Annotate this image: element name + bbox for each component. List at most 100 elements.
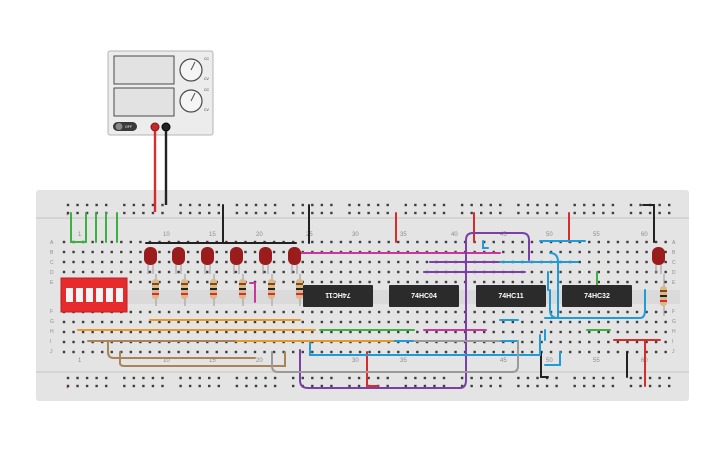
breadboard-hole[interactable] [234,330,238,334]
breadboard-hole[interactable] [607,260,610,264]
breadboard-hole[interactable] [348,376,351,380]
breadboard-hole[interactable] [139,260,142,264]
breadboard-hole[interactable] [626,310,629,314]
breadboard-hole[interactable] [517,384,520,388]
breadboard-hole[interactable] [110,320,113,324]
breadboard-hole[interactable] [225,320,228,324]
breadboard-hole[interactable] [264,384,267,388]
breadboard-hole[interactable] [330,211,333,215]
breadboard-hole[interactable] [234,310,238,314]
breadboard-hole[interactable] [272,260,276,264]
blue-wire[interactable] [549,289,646,319]
breadboard-hole[interactable] [292,320,295,324]
breadboard-hole[interactable] [377,260,381,264]
breadboard-hole[interactable] [555,211,558,215]
breadboard-hole[interactable] [292,384,295,388]
breadboard-hole[interactable] [72,340,75,344]
breadboard-hole[interactable] [521,240,524,244]
breadboard-hole[interactable] [215,330,218,334]
breadboard-hole[interactable] [101,320,104,324]
breadboard-hole[interactable] [521,330,524,334]
breadboard-hole[interactable] [668,376,671,380]
breadboard-hole[interactable] [292,203,295,207]
breadboard-hole[interactable] [196,260,199,264]
breadboard-hole[interactable] [161,211,164,215]
breadboard-hole[interactable] [368,320,371,324]
breadboard-hole[interactable] [668,211,671,215]
breadboard-hole[interactable] [129,280,133,284]
breadboard-hole[interactable] [339,310,343,314]
breadboard-hole[interactable] [483,310,486,314]
breadboard-hole[interactable] [654,330,658,334]
breadboard-hole[interactable] [626,250,629,254]
breadboard-hole[interactable] [368,280,371,284]
breadboard-hole[interactable] [235,384,239,388]
breadboard-hole[interactable] [645,330,648,334]
breadboard-hole[interactable] [654,280,658,284]
breadboard-hole[interactable] [81,330,85,334]
breadboard-hole[interactable] [602,384,605,388]
breadboard-hole[interactable] [480,384,483,388]
breadboard-hole[interactable] [167,320,171,324]
breadboard-hole[interactable] [559,340,562,344]
breadboard-hole[interactable] [311,384,314,388]
breadboard-hole[interactable] [167,270,171,274]
breadboard-hole[interactable] [196,320,199,324]
breadboard-hole[interactable] [217,211,220,215]
breadboard-hole[interactable] [368,310,371,314]
breadboard-hole[interactable] [406,320,409,324]
breadboard-hole[interactable] [536,203,539,207]
breadboard-hole[interactable] [311,270,314,274]
breadboard-hole[interactable] [602,211,605,215]
breadboard-hole[interactable] [377,350,381,354]
breadboard-hole[interactable] [215,250,218,254]
breadboard-hole[interactable] [292,330,295,334]
breadboard-hole[interactable] [648,376,652,380]
breadboard-hole[interactable] [186,280,190,284]
breadboard-hole[interactable] [196,250,199,254]
breadboard-hole[interactable] [311,211,314,215]
breadboard-hole[interactable] [301,211,304,215]
breadboard-hole[interactable] [206,350,209,354]
breadboard-hole[interactable] [568,350,572,354]
breadboard-hole[interactable] [386,384,389,388]
breadboard-hole[interactable] [425,330,429,334]
breadboard-hole[interactable] [101,330,104,334]
breadboard-hole[interactable] [597,350,600,354]
breadboard-hole[interactable] [81,320,85,324]
breadboard-hole[interactable] [72,250,75,254]
blue-wire[interactable] [309,334,541,356]
breadboard-hole[interactable] [139,330,142,334]
breadboard-hole[interactable] [423,384,427,388]
breadboard-hole[interactable] [530,250,534,254]
breadboard-hole[interactable] [404,376,407,380]
breadboard-hole[interactable] [526,376,530,380]
breadboard-hole[interactable] [425,280,429,284]
breadboard-hole[interactable] [91,250,94,254]
breadboard-hole[interactable] [397,270,400,274]
breadboard-hole[interactable] [186,350,190,354]
breadboard-hole[interactable] [264,203,267,207]
breadboard-hole[interactable] [76,211,79,215]
breadboard-hole[interactable] [330,270,333,274]
breadboard-hole[interactable] [186,250,190,254]
breadboard-hole[interactable] [357,384,361,388]
breadboard-hole[interactable] [387,320,390,324]
breadboard-hole[interactable] [358,260,362,264]
breadboard-hole[interactable] [404,203,407,207]
breadboard-hole[interactable] [139,350,142,354]
breadboard-hole[interactable] [120,240,123,244]
breadboard-hole[interactable] [186,320,190,324]
breadboard-hole[interactable] [573,203,576,207]
breadboard-hole[interactable] [245,203,248,207]
breadboard-hole[interactable] [244,320,247,324]
breadboard-hole[interactable] [198,384,201,388]
breadboard-hole[interactable] [387,270,390,274]
breadboard-hole[interactable] [292,376,295,380]
breadboard-hole[interactable] [526,203,530,207]
breadboard-hole[interactable] [330,320,333,324]
breadboard-hole[interactable] [425,310,429,314]
breadboard-hole[interactable] [244,310,247,314]
breadboard-hole[interactable] [592,203,595,207]
breadboard-hole[interactable] [611,203,615,207]
